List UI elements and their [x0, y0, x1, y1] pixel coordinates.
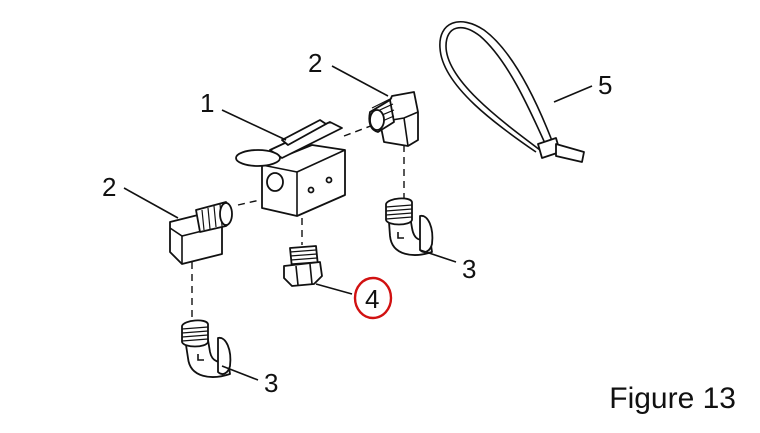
- hex-plug: [283, 245, 323, 287]
- callout-part-1: 1: [200, 88, 214, 118]
- figure-caption: Figure 13: [609, 382, 736, 415]
- cable-tie: [439, 20, 585, 163]
- elbow-90-lower: [181, 319, 232, 378]
- callout-part-3-right: 3: [462, 254, 476, 284]
- callout-part-2-upper: 2: [308, 48, 322, 78]
- highlight-circle: [353, 276, 393, 320]
- callout-part-5: 5: [598, 70, 612, 100]
- elbow-90-right: [385, 197, 434, 256]
- callout-part-4: 4: [365, 284, 379, 314]
- callout-part-2-left: 2: [102, 172, 116, 202]
- elbow-fitting-upper: [368, 91, 419, 147]
- micro-switch: [235, 119, 346, 217]
- elbow-fitting-left: [169, 201, 233, 265]
- callout-part-3-lower: 3: [264, 368, 278, 398]
- leader-lines: [123, 65, 593, 381]
